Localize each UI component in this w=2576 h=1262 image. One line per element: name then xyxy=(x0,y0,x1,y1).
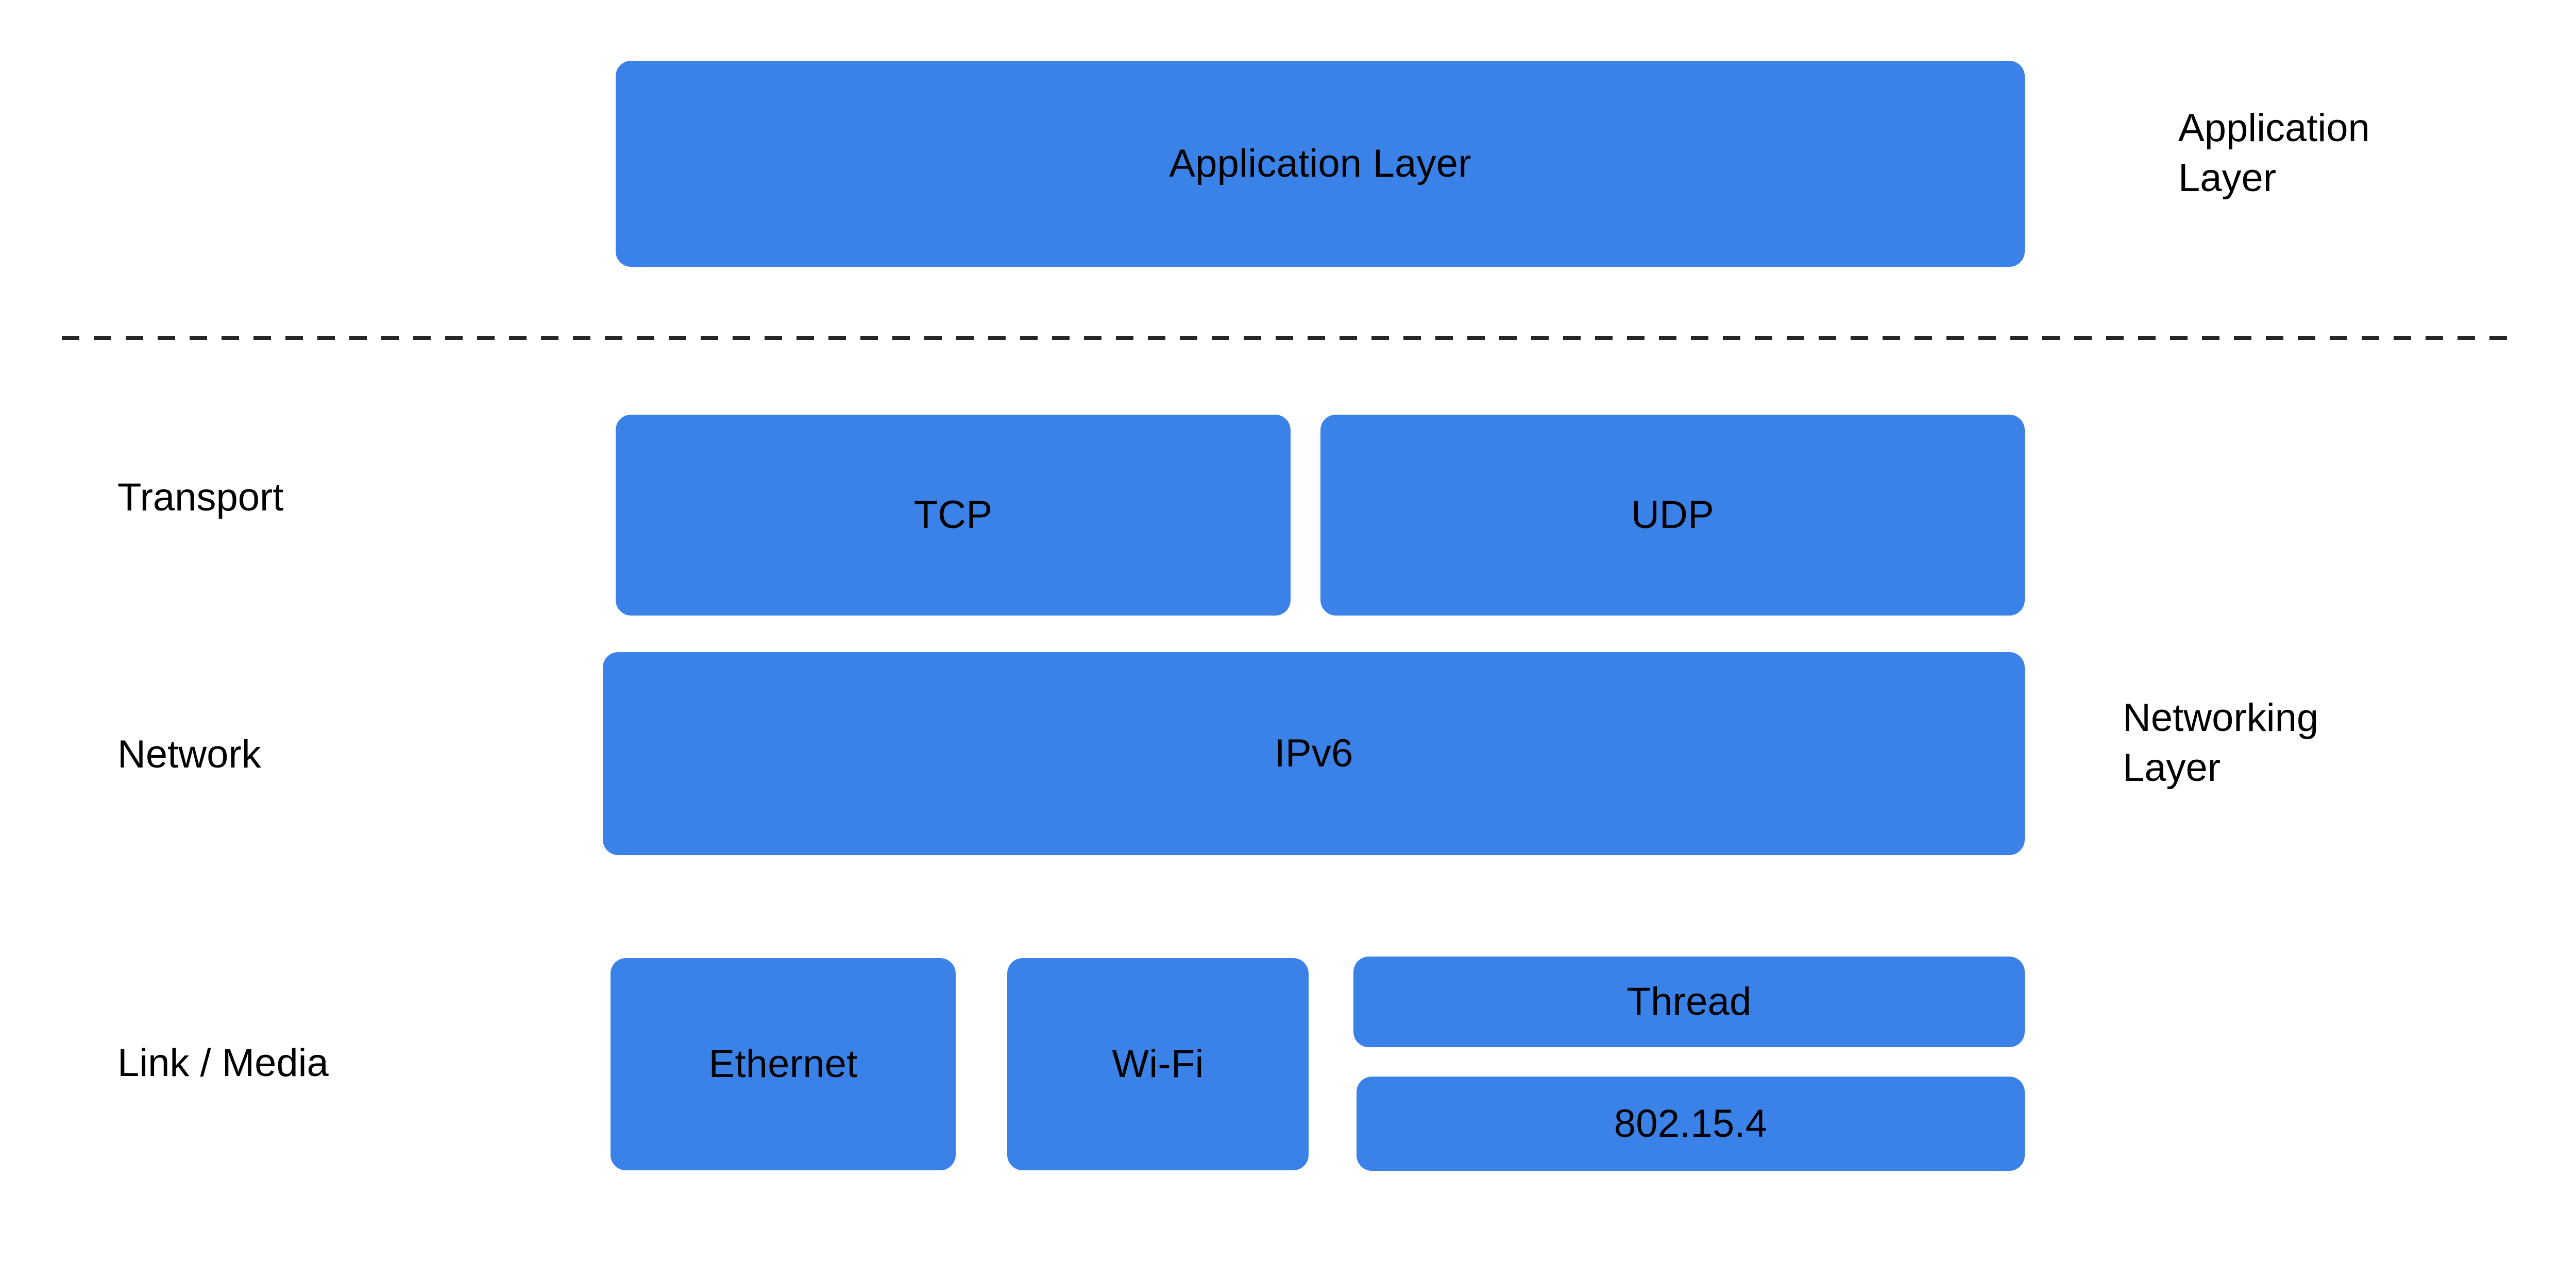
row-label-link-media: Link / Media xyxy=(117,1041,329,1085)
box-wifi-label: Wi-Fi xyxy=(1112,1042,1204,1086)
row-label-network: Network xyxy=(117,732,261,776)
box-application-layer-label: Application Layer xyxy=(1169,142,1471,185)
row-label-transport: Transport xyxy=(117,475,284,519)
box-ieee-802-15-4-label: 802.15.4 xyxy=(1614,1101,1768,1146)
box-wifi[interactable]: Wi-Fi xyxy=(1007,958,1309,1170)
box-ipv6[interactable]: IPv6 xyxy=(603,652,2025,855)
group-label-application-line2: Layer xyxy=(2178,156,2277,200)
group-label-application-line1: Application xyxy=(2178,106,2370,150)
group-label-networking-line1: Networking xyxy=(2123,696,2319,740)
group-label-application-layer: Application Layer xyxy=(2178,103,2576,203)
box-tcp[interactable]: TCP xyxy=(616,415,1291,616)
box-application-layer[interactable]: Application Layer xyxy=(616,61,2025,267)
box-ieee-802-15-4[interactable]: 802.15.4 xyxy=(1357,1077,2025,1171)
box-ethernet[interactable]: Ethernet xyxy=(611,958,956,1170)
box-thread[interactable]: Thread xyxy=(1353,957,2025,1047)
box-udp[interactable]: UDP xyxy=(1320,415,2025,616)
box-thread-label: Thread xyxy=(1626,980,1752,1024)
box-udp-label: UDP xyxy=(1631,493,1715,537)
box-tcp-label: TCP xyxy=(913,493,993,537)
group-label-networking-line2: Layer xyxy=(2123,746,2221,790)
box-ipv6-label: IPv6 xyxy=(1274,731,1353,775)
box-ethernet-label: Ethernet xyxy=(708,1042,858,1086)
dashed-divider xyxy=(62,336,2509,340)
group-label-networking-layer: Networking Layer xyxy=(2123,693,2524,793)
